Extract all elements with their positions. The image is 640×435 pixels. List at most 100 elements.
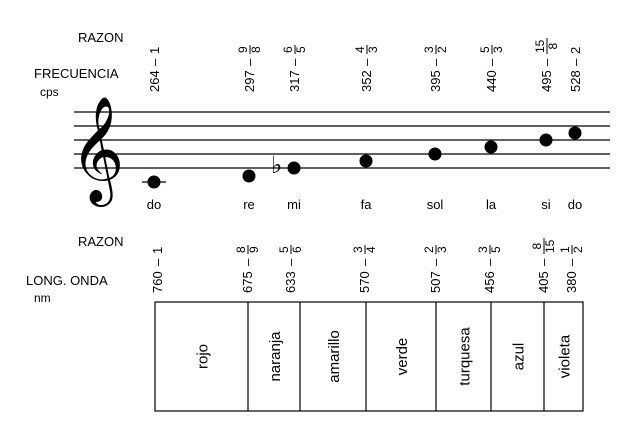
wave-ratio-numerator: 1	[558, 246, 572, 253]
color-band-label: violeta	[557, 334, 574, 378]
note-name: la	[486, 197, 497, 212]
flat-sign-icon: ♭	[271, 152, 282, 179]
treble-clef-icon: 𝄞	[70, 97, 124, 207]
note-ratio-numerator: 4	[353, 46, 367, 53]
note-ratio-numerator: 5	[478, 46, 492, 53]
color-band-label: naranja	[267, 331, 284, 382]
note-column: 528 – 2 do	[568, 47, 583, 212]
note-ratio-whole: 1	[147, 47, 162, 54]
wavelength-unit: nm	[34, 291, 51, 305]
note-name: do	[568, 197, 582, 212]
frequency-value: 297	[242, 70, 257, 92]
wave-ratio-denominator: 9	[247, 246, 261, 253]
color-band-label: turquesa	[457, 327, 474, 386]
note-name: do	[147, 197, 161, 212]
note-head	[568, 126, 582, 140]
note-ratio-denominator: 8	[546, 43, 560, 50]
note-ratio-denominator: 3	[491, 46, 505, 53]
color-band-label: verde	[394, 338, 411, 376]
wave-ratio-denominator: 6	[290, 246, 304, 253]
wave-ratio-dash: –	[482, 258, 497, 266]
wave-ratio-dash: –	[564, 258, 579, 266]
note-name: re	[243, 197, 255, 212]
note-name: si	[541, 197, 551, 212]
frequency-value: 495	[539, 70, 554, 92]
wave-ratio-numerator: 3	[476, 246, 490, 253]
note-name: fa	[361, 197, 373, 212]
wavelength-value: 633	[283, 271, 298, 293]
music-staff: 𝄞	[70, 97, 610, 207]
note-ratio-numerator: 3	[422, 46, 436, 53]
note-ratio-denominator: 2	[435, 46, 449, 53]
note-head	[359, 154, 373, 168]
wave-ratio-denominator: 3	[435, 246, 449, 253]
note-ratio-numerator: 15	[533, 39, 547, 53]
note-ratio-dash: –	[568, 58, 583, 66]
frequency-value: 528	[568, 70, 583, 92]
note-ratio-dash: –	[359, 58, 374, 66]
frequency-unit: cps	[40, 85, 59, 99]
wavelength-value: 405	[536, 271, 551, 293]
frequency-value: 352	[359, 70, 374, 92]
wave-ratio-dash: –	[283, 258, 298, 266]
wave-ratio-denominator: 4	[364, 246, 378, 253]
frequency-value: 264	[147, 70, 162, 92]
wavelength-value: 380	[564, 271, 579, 293]
wave-ratio-numerator: 3	[351, 246, 365, 253]
wave-ratio-dash: –	[150, 258, 165, 266]
color-band-label: azul	[511, 343, 528, 371]
wave-ratio-numerator: 8	[234, 246, 248, 253]
note-head	[242, 169, 256, 183]
wave-ratio-numerator: 2	[422, 246, 436, 253]
wave-ratio-numerator: 8	[530, 243, 544, 250]
wave-ratio-dash: –	[357, 258, 372, 266]
note-ratio-whole: 2	[568, 47, 583, 54]
wave-ratio-denominator: 15	[543, 239, 557, 253]
note-head	[428, 147, 442, 161]
frequency-value: 440	[484, 70, 499, 92]
frequency-label: FRECUENCIA	[34, 66, 119, 81]
top-razon-label: RAZON	[78, 30, 124, 45]
note-head	[539, 133, 553, 147]
wavelength-column: 760 – 1	[150, 247, 165, 293]
note-ratio-denominator: 8	[249, 46, 263, 53]
color-band-table: rojo naranja amarillo verde turquesa azul viol…	[154, 301, 584, 412]
note-ratio-dash: –	[428, 58, 443, 66]
wavelength-label: LONG. ONDA	[26, 273, 108, 288]
wave-ratio-whole: 1	[150, 247, 165, 254]
note-ratio-dash: –	[242, 58, 257, 66]
note-head	[484, 140, 498, 154]
wavelength-value: 675	[240, 271, 255, 293]
note-ratio-denominator: 5	[294, 46, 308, 53]
wave-ratio-dash: –	[536, 258, 551, 266]
bottom-razon-label: RAZON	[78, 234, 124, 249]
note-ratio-dash: –	[484, 58, 499, 66]
note-name: sol	[427, 197, 444, 212]
note-ratio-numerator: 6	[281, 46, 295, 53]
wave-ratio-denominator: 5	[489, 246, 503, 253]
note-ratio-dash: –	[287, 58, 302, 66]
color-band-label: amarillo	[326, 330, 343, 383]
frequency-value: 395	[428, 70, 443, 92]
note-ratio-dash: –	[539, 58, 554, 66]
note-ratio-dash: –	[147, 58, 162, 66]
wavelength-value: 507	[428, 271, 443, 293]
color-band-label: rojo	[195, 344, 212, 369]
frequency-value: 317	[287, 70, 302, 92]
wave-ratio-dash: –	[240, 258, 255, 266]
note-head	[287, 161, 301, 175]
wave-ratio-dash: –	[428, 258, 443, 266]
wavelength-value: 456	[482, 271, 497, 293]
wavelength-value: 760	[150, 271, 165, 293]
band-table-frame	[154, 301, 584, 412]
